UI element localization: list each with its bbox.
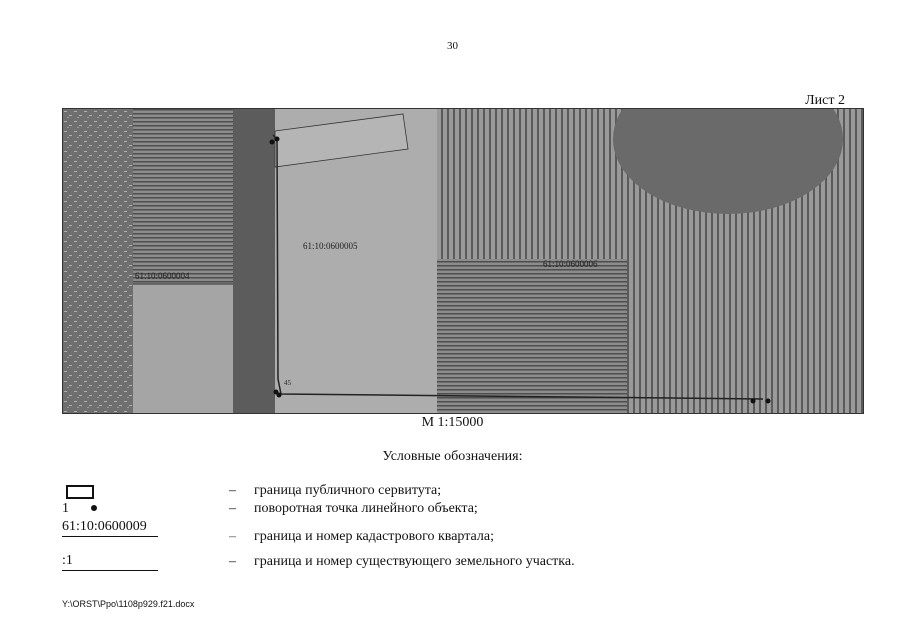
cadastral-map: 61:10:0600005 61:10:0600004 61:10:060000… (62, 108, 864, 414)
legend-dash: – (229, 483, 236, 498)
legend-dash: – (229, 501, 236, 516)
page-number: 30 (447, 40, 458, 52)
parcel-symbol: :1 (62, 553, 158, 571)
legend-text-servitude: граница публичного сервитута; (254, 483, 442, 498)
quarter-label-0600006: 61:10:0600006 (543, 259, 598, 269)
turning-point-symbol-label: 1 (62, 501, 69, 516)
footer-file-path: Y:\ORST\Ppo\1108p929.f21.docx (62, 599, 195, 609)
parcel-symbol-label: :1 (62, 553, 158, 571)
map-graphic: 61:10:0600005 61:10:0600004 61:10:060000… (63, 109, 863, 413)
legend-text-parcel: граница и номер существующего земельного… (254, 554, 575, 569)
quarter-symbol-label: 61:10:0600009 (62, 519, 158, 537)
legend-text-quarter: граница и номер кадастрового квартала; (254, 529, 494, 544)
map-point-label: 45 (284, 379, 292, 387)
servitude-boundary-symbol (66, 485, 94, 499)
sheet-label: Лист 2 (805, 93, 845, 108)
legend-title: Условные обозначения: (382, 449, 523, 464)
legend-dash: – (229, 529, 236, 544)
legend-text-turning-point: поворотная точка линейного объекта; (254, 501, 478, 516)
quarter-label-0600005: 61:10:0600005 (303, 241, 358, 251)
turning-point-dot-icon (91, 505, 97, 511)
map-scale: М 1:15000 (421, 415, 484, 430)
quarter-symbol: 61:10:0600009 (62, 519, 158, 537)
legend-dash: – (229, 554, 236, 569)
quarter-label-0600004: 61:10:0600004 (135, 271, 190, 281)
